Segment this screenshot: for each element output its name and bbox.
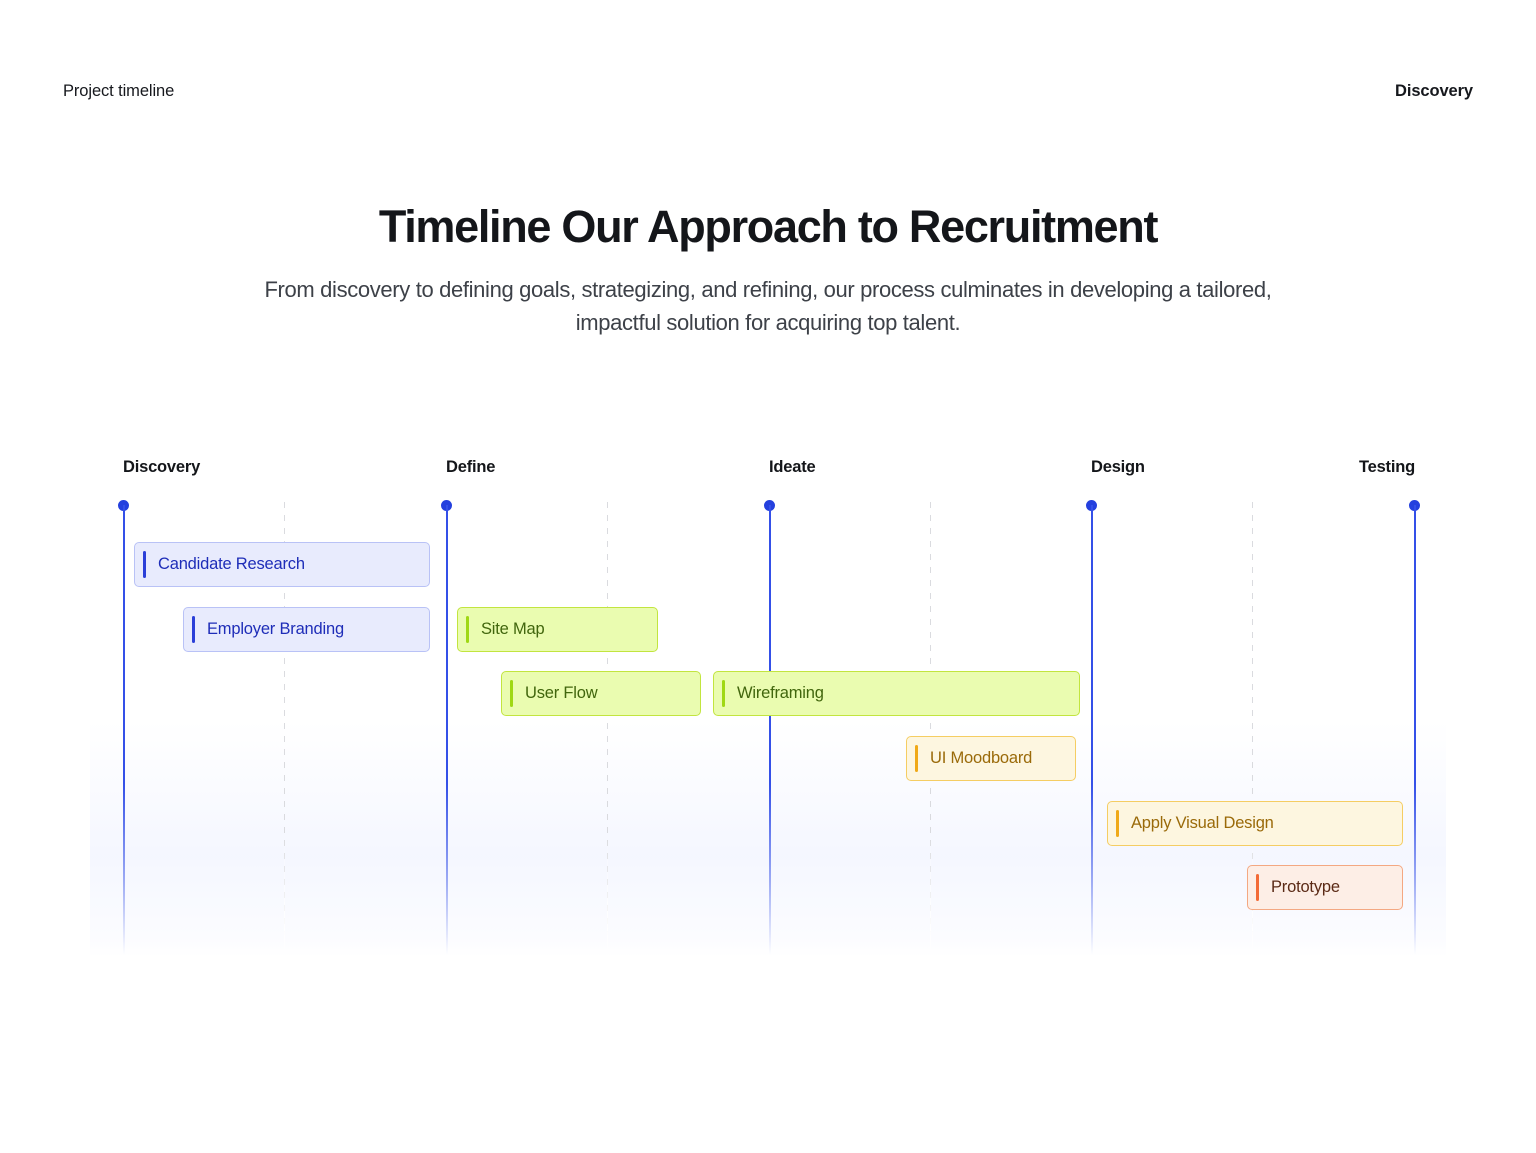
task-accent-bar — [1116, 810, 1119, 837]
task-accent-bar — [466, 616, 469, 643]
task-label: Prototype — [1271, 878, 1340, 896]
milestone-line — [1091, 505, 1093, 955]
milestone-line — [446, 505, 448, 955]
task-bar[interactable]: Wireframing — [713, 671, 1080, 716]
task-label: Candidate Research — [158, 555, 305, 573]
task-label: User Flow — [525, 684, 598, 702]
task-bar[interactable]: Candidate Research — [134, 542, 430, 587]
milestone-label-testing: Testing — [1358, 458, 1415, 476]
task-bar[interactable]: Employer Branding — [183, 607, 430, 652]
milestone-line — [123, 505, 125, 955]
task-accent-bar — [915, 745, 918, 772]
task-accent-bar — [722, 680, 725, 707]
task-bar[interactable]: UI Moodboard — [906, 736, 1076, 781]
current-phase-label: Discovery — [1395, 81, 1473, 100]
task-bar[interactable]: Site Map — [457, 607, 658, 652]
milestone-line — [1414, 505, 1416, 955]
task-label: Site Map — [481, 620, 545, 638]
task-label: Wireframing — [737, 684, 824, 702]
task-accent-bar — [1256, 874, 1259, 901]
timeline-chart: Discovery Define Ideate Design Testing Candi… — [0, 440, 1536, 970]
timeline-separator-3 — [930, 502, 931, 954]
timeline-separator-2 — [607, 502, 608, 954]
page-title: Timeline Our Approach to Recruitment — [378, 201, 1159, 252]
hero-section: Timeline Our Approach to Recruitment Fro… — [0, 196, 1536, 339]
milestone-label-define: Define — [446, 458, 496, 476]
task-label: Apply Visual Design — [1131, 814, 1274, 832]
task-bar[interactable]: User Flow — [501, 671, 701, 716]
task-accent-bar — [510, 680, 513, 707]
milestone-line — [769, 505, 771, 955]
task-label: Employer Branding — [207, 620, 344, 638]
timeline-separator-1 — [284, 502, 285, 954]
task-bar[interactable]: Apply Visual Design — [1107, 801, 1403, 846]
page-subtitle: From discovery to defining goals, strate… — [264, 277, 1272, 335]
task-accent-bar — [192, 616, 195, 643]
milestone-label-ideate: Ideate — [769, 458, 816, 476]
milestone-label-discovery: Discovery — [123, 458, 201, 476]
task-label: UI Moodboard — [930, 749, 1033, 767]
project-timeline-label: Project timeline — [63, 81, 175, 100]
milestone-label-design: Design — [1091, 458, 1145, 476]
top-bar: Project timeline Discovery — [0, 78, 1536, 104]
task-bar[interactable]: Prototype — [1247, 865, 1403, 910]
task-accent-bar — [143, 551, 146, 578]
